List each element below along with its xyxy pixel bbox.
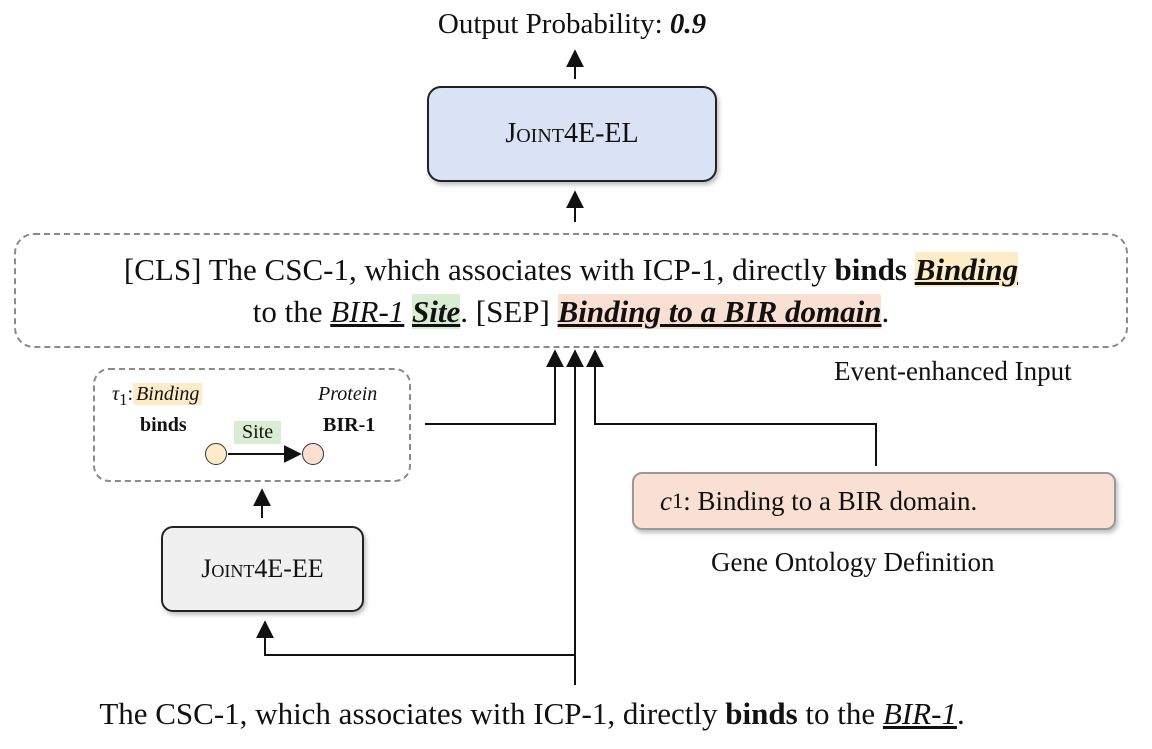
argument-node [302, 443, 324, 465]
joint4e-ee-label: Joint4E-EE [201, 554, 324, 583]
arrow-graph-to-input [425, 349, 564, 425]
event-graph-type: Binding [133, 383, 203, 405]
output-label-text: Output Probability: [437, 8, 663, 40]
event-type-label: τ1:Binding [112, 383, 203, 410]
joint4e-el-model: Joint4E-EL [427, 86, 717, 182]
input-argument: BIR-1 [330, 294, 405, 329]
input-line1-prefix: [CLS] The CSC-1, which associates with I… [123, 252, 835, 287]
source-sentence: The CSC-1, which associates with ICP-1, … [0, 696, 1064, 732]
input-event-type: Binding [914, 252, 1019, 287]
joint4e-ee-model: Joint4E-EE [161, 526, 364, 612]
input-end: . [881, 294, 890, 329]
input-definition: Binding to a BIR domain [557, 294, 882, 329]
arrow-sentence-to-ee [256, 620, 575, 656]
input-trigger: binds [834, 252, 907, 287]
input-line2-prefix: to the [252, 294, 331, 329]
go-definition-caption: Gene Ontology Definition [711, 547, 995, 577]
event-enhanced-input-box [14, 233, 1128, 348]
sentence-middle: to the [797, 696, 883, 731]
go-def-text: : Binding to a BIR domain. [683, 485, 978, 516]
output-probability-value: 0.9 [669, 8, 707, 40]
input-sep: . [SEP] [460, 294, 558, 329]
go-def-var: c [660, 485, 672, 516]
go-def-sub: 1 [671, 488, 684, 513]
sentence-end: . [956, 696, 965, 731]
input-role: Site [412, 294, 461, 329]
event-var: τ [112, 383, 120, 405]
input-line-2: to the BIR-1 Site. [SEP] Binding to a BI… [0, 292, 1142, 332]
joint4e-el-label: Joint4E-EL [505, 118, 639, 149]
sentence-prefix: The CSC-1, which associates with ICP-1, … [99, 696, 726, 731]
sentence-trigger: binds [725, 696, 798, 731]
event-graph-trigger: binds [140, 414, 187, 436]
output-probability: Output Probability: 0.9 [0, 8, 1144, 41]
event-graph-box [93, 368, 411, 482]
event-graph-arg-text: BIR-1 [323, 414, 376, 436]
trigger-node [205, 443, 227, 465]
sentence-argument: BIR-1 [882, 696, 957, 731]
event-enhanced-input-caption: Event-enhanced Input [834, 356, 1072, 386]
event-var-sub: 1 [119, 390, 128, 409]
event-graph-role: Site [234, 421, 282, 444]
event-graph-arg-type: Protein [318, 383, 378, 405]
input-line-1: [CLS] The CSC-1, which associates with I… [0, 250, 1142, 290]
